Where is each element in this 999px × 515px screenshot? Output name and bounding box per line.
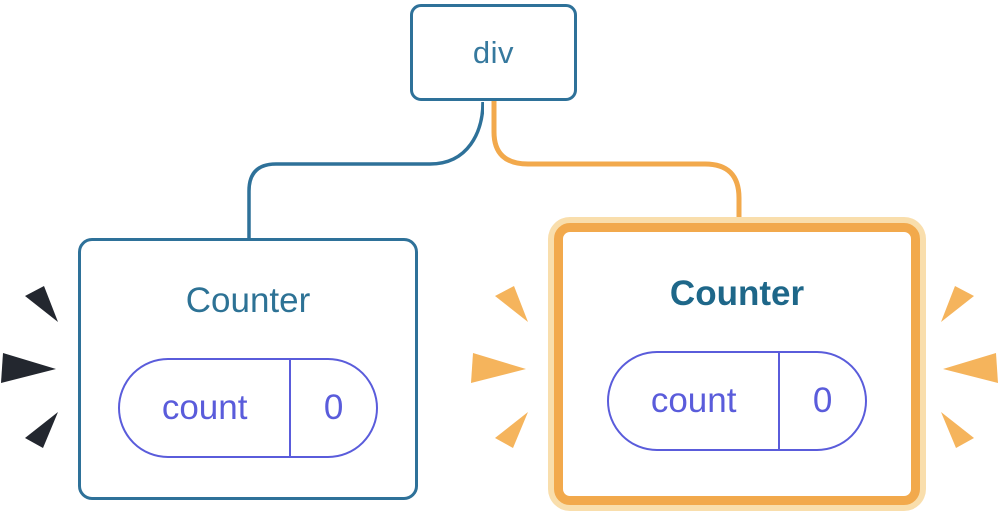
root-node-label: div [472,34,515,70]
counter-card-left: Counter count 0 [78,238,418,500]
burst-rays-icon-right-counter-left [471,286,528,448]
counter-title: Counter [669,274,805,313]
counter-title: Counter [185,281,311,320]
state-pill: count 0 [607,351,867,451]
state-pill: count 0 [118,358,378,458]
state-value: 0 [778,353,865,449]
tree-edge-left [247,101,485,242]
counter-card-right-highlighted: Counter count 0 [554,223,920,505]
root-node-div: div [410,4,577,101]
state-key: count [650,381,737,420]
burst-rays-icon-right-counter-right [941,286,998,448]
tree-edge-right [491,101,742,230]
state-value: 0 [289,360,376,456]
burst-rays-icon-left-counter [1,286,58,448]
state-key: count [161,388,248,427]
